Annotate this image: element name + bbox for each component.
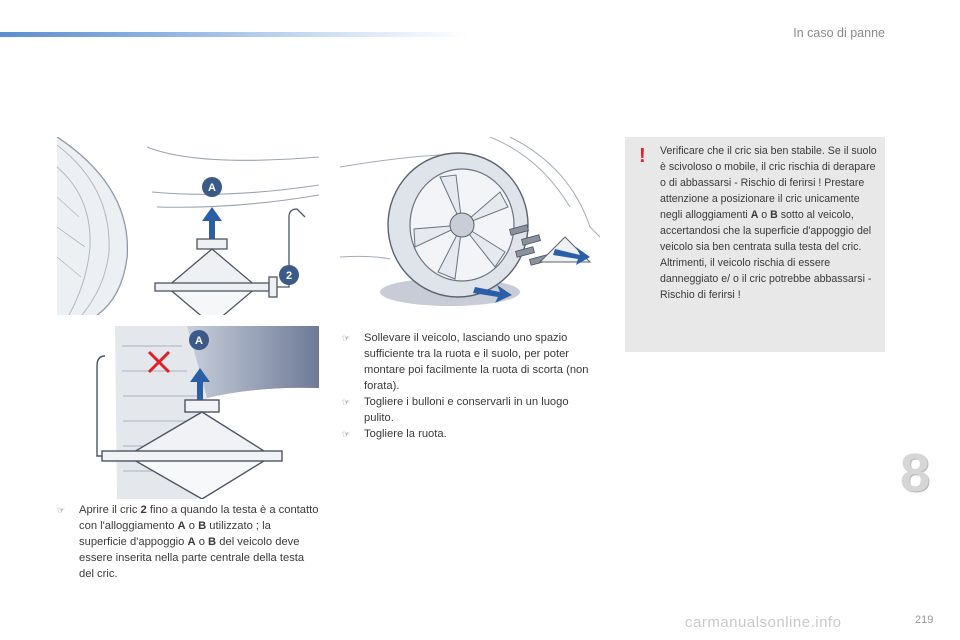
bullet-item: ☞ Aprire il cric 2 fino a quando la test… [57,502,319,582]
warning-text: Verificare che il cric sia ben stabile. … [660,143,882,303]
svg-text:A: A [208,182,216,194]
bullet-item: ☞ Togliere i bulloni e conservarli in un… [342,394,598,426]
wrong-position-icon [147,350,171,374]
jack-under-sill-illustration: A 2 [57,137,319,315]
wheel-drawing [387,152,529,298]
pointing-hand-icon: ☞ [342,397,351,407]
warning-label-a: A [750,209,759,221]
svg-text:A: A [195,335,203,347]
warning-text-2: o [758,209,771,221]
jack-text-2: fino a quando la testa è a contatto con … [79,504,319,532]
label-2-badge: 2 [279,265,299,285]
warning-box: ! Verificare che il cric sia ben stabile… [625,137,885,352]
jack-text-4: utilizzato ; la superficie d'appoggio [79,520,271,548]
page-number: 219 [915,614,934,626]
pointing-hand-icon: ☞ [342,333,351,343]
warning-text-3: sotto al veicolo, accertandosi che la su… [660,209,872,301]
jack-label-b-2: B [208,536,217,548]
wheel-removal-illustration [340,137,600,315]
jack-label-2: 2 [140,504,147,516]
header-accent-bar [0,32,470,37]
bolts-step-text: Togliere i bulloni e conservarli in un l… [364,396,569,424]
bullet-item: ☞ Togliere la ruota. [342,426,598,442]
lift-instructions: ☞ Sollevare il veicolo, lasciando uno sp… [342,330,598,442]
jack-label-a-2: A [187,536,196,548]
watermark: carmanualsonline.info [685,614,842,631]
exclamation-icon: ! [639,145,646,167]
jack-label-b: B [198,520,207,532]
pointing-hand-icon: ☞ [57,505,66,515]
section-title: In caso di panne [793,26,885,40]
lift-step-text: Sollevare il veicolo, lasciando uno spaz… [364,332,589,392]
pointing-hand-icon: ☞ [342,429,351,439]
remove-wheel-step-text: Togliere la ruota. [364,428,447,440]
warning-text-1: Verificare che il cric sia ben stabile. … [660,145,877,221]
jack-text-6: del veicolo deve essere inserita nella p… [79,536,305,580]
chapter-number: 8 [900,443,931,503]
jack-text-5: o [195,536,209,548]
label-a-badge-2: A [189,330,209,350]
jack-text-3: o [185,520,199,532]
bullet-item: ☞ Sollevare il veicolo, lasciando uno sp… [342,330,598,394]
jack-placement-illustration: A [57,326,319,499]
jack-text-1: Aprire il cric [79,504,141,516]
jack-instruction: ☞ Aprire il cric 2 fino a quando la test… [57,502,319,582]
jack-label-a: A [177,520,186,532]
warning-label-b: B [770,209,778,221]
label-a-badge: A [202,177,222,197]
svg-text:2: 2 [286,270,292,282]
